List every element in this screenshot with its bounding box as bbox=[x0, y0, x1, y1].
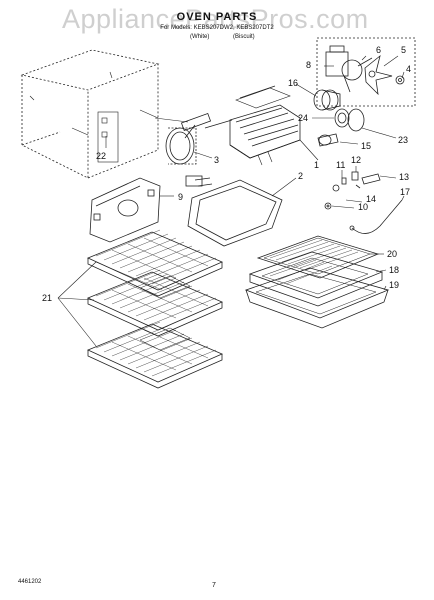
fan-cover-plate bbox=[347, 108, 365, 132]
broil-element bbox=[180, 85, 301, 159]
page-number: 7 bbox=[212, 582, 216, 589]
convection-fan-shroud bbox=[165, 127, 197, 165]
callout-15: 15 bbox=[361, 141, 371, 151]
broil-pan bbox=[244, 267, 390, 329]
callouts: 1 2 3 4 5 6 8 9 10 11 12 13 14 15 16 17 … bbox=[42, 45, 411, 303]
callout-16: 16 bbox=[288, 78, 298, 88]
small-hardware bbox=[324, 171, 381, 210]
document-number: 4461202 bbox=[18, 579, 42, 585]
color-biscuit: (Biscuit) bbox=[233, 34, 255, 40]
callout-10: 10 bbox=[358, 202, 368, 212]
callout-14: 14 bbox=[366, 194, 376, 204]
oven-rack-top bbox=[86, 229, 224, 297]
callout-23: 23 bbox=[398, 135, 408, 145]
meat-probe bbox=[349, 199, 403, 234]
model-list: For Models: KEBS207DW2, KEBS207DT2 bbox=[160, 25, 274, 31]
callout-11: 11 bbox=[336, 160, 345, 170]
callout-19: 19 bbox=[389, 280, 399, 290]
oven-rack-bottom bbox=[86, 321, 224, 389]
leader-lines bbox=[57, 55, 405, 347]
callout-1: 1 bbox=[314, 160, 319, 170]
fan-motor bbox=[325, 45, 373, 93]
broil-pan-insert bbox=[248, 251, 384, 307]
callout-5: 5 bbox=[401, 45, 406, 55]
callout-12: 12 bbox=[351, 155, 361, 165]
oven-rack-middle bbox=[86, 269, 224, 337]
callout-18: 18 bbox=[389, 265, 399, 275]
fan-motor-box bbox=[316, 37, 416, 107]
callout-13: 13 bbox=[399, 172, 409, 182]
cavity-details bbox=[29, 71, 159, 163]
callout-3: 3 bbox=[214, 155, 219, 165]
callout-21: 21 bbox=[42, 293, 52, 303]
gasket-ring bbox=[334, 108, 350, 128]
heat-shield bbox=[89, 177, 161, 243]
callout-22: 22 bbox=[96, 151, 106, 161]
callout-2: 2 bbox=[298, 171, 303, 181]
diagram-title: OVEN PARTS bbox=[176, 11, 258, 23]
callout-6: 6 bbox=[376, 45, 381, 55]
callout-17: 17 bbox=[400, 187, 410, 197]
color-white: (White) bbox=[190, 34, 210, 40]
callout-20: 20 bbox=[387, 249, 397, 259]
element-bracket bbox=[257, 151, 273, 166]
fan-shaft-seal bbox=[313, 89, 341, 111]
callout-4: 4 bbox=[406, 64, 411, 74]
fan-blade bbox=[364, 54, 393, 96]
watermark: AppliancePartsPros.com bbox=[62, 4, 369, 34]
callout-24: 24 bbox=[298, 113, 308, 123]
oven-light bbox=[317, 133, 339, 147]
fan-nut bbox=[395, 75, 405, 85]
bake-element bbox=[185, 175, 283, 247]
callout-9: 9 bbox=[178, 192, 183, 202]
callout-8: 8 bbox=[306, 60, 311, 70]
oven-cavity bbox=[20, 49, 160, 179]
